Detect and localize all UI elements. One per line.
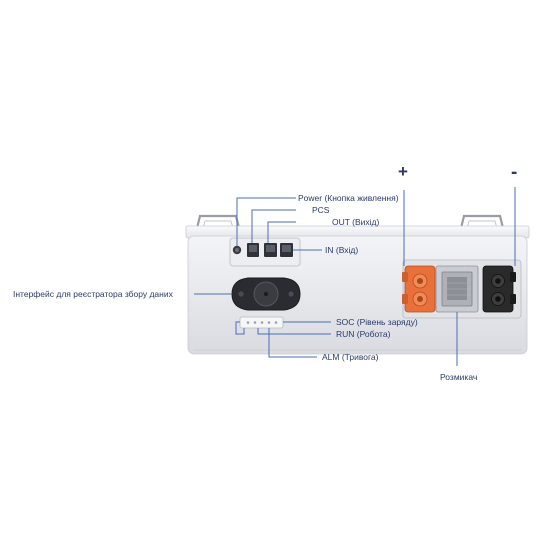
breaker-switch[interactable] [435,265,479,313]
leader-out [267,221,296,243]
led-4 [267,321,271,324]
out-port[interactable] [264,243,277,257]
plus-sign: + [398,162,408,181]
label-run: RUN (Робота) [336,329,391,339]
led-1 [246,321,250,324]
leader-power [236,197,296,246]
negative-terminal[interactable] [482,265,516,313]
leader-pcs [251,209,296,243]
leader-run [257,328,331,335]
label-logger: Інтерфейс для реєстратора збору даних [13,289,173,299]
led-5 [274,321,278,324]
label-power: Power (Кнопка живлення) [298,193,399,203]
label-in: IN (Вхід) [325,245,359,255]
in-port[interactable] [280,243,293,257]
label-out: OUT (Вихід) [332,217,380,227]
label-alm: ALM (Тривога) [322,352,379,362]
label-pcs: PCS [312,205,330,215]
leader-alm [268,328,317,358]
led-3 [260,321,264,324]
minus-sign: - [511,162,518,183]
leader-soc [235,321,245,335]
power-button[interactable] [232,245,242,255]
led-2 [253,321,257,324]
label-breaker: Розмикач [440,372,478,382]
pcs-port[interactable] [247,243,259,257]
label-soc: SOC (Рівень заряду) [336,317,418,327]
status-led-panel [239,316,284,329]
leader-lines [194,187,516,366]
positive-terminal[interactable] [402,265,436,313]
data-logger-connector[interactable] [231,277,301,311]
